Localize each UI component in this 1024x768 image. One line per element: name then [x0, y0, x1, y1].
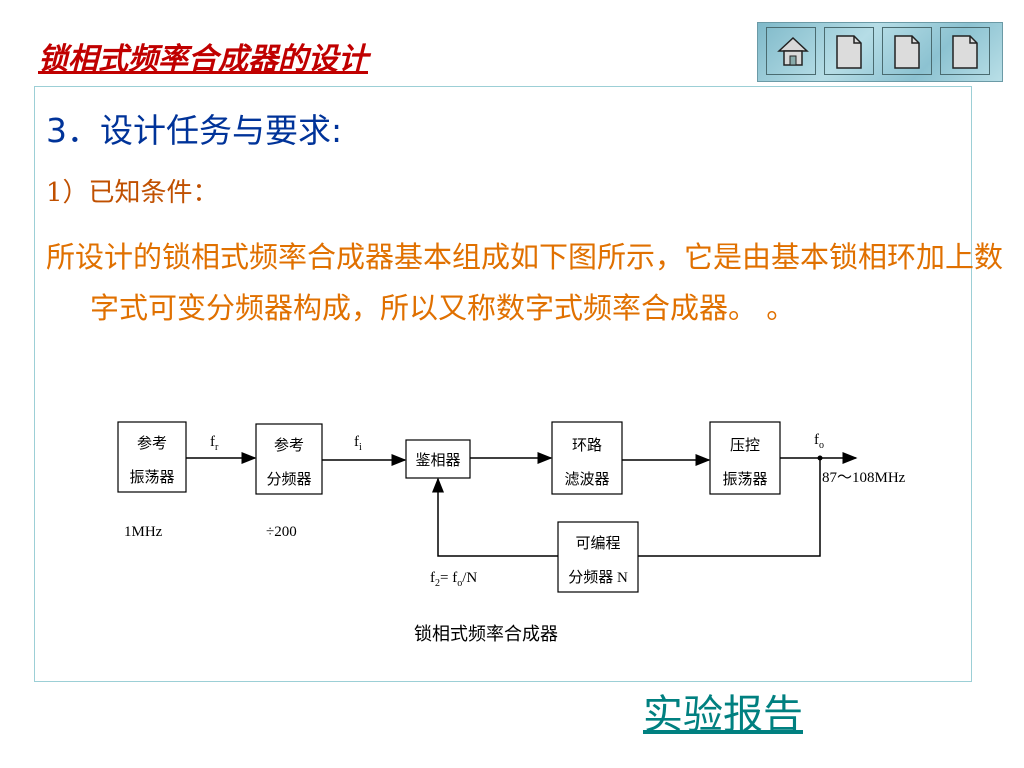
navigation-bar	[757, 22, 1003, 82]
loop-filter-label-1: 环路	[572, 437, 602, 454]
ref-div-label-1: 参考	[274, 437, 304, 454]
fi-label: fi	[354, 434, 362, 453]
ref-osc-label-1: 参考	[137, 435, 167, 452]
vco-label-1: 压控	[730, 437, 760, 454]
phase-detector-label: 鉴相器	[415, 452, 460, 469]
diagram-caption: 锁相式频率合成器	[414, 624, 558, 645]
block-diagram: 参考 振荡器 参考 分频器 鉴相器 环路 滤波器 压控 振荡器 可编程 分频器 …	[117, 421, 906, 593]
programmable-divider-block	[557, 521, 639, 593]
loop-filter-block	[551, 421, 623, 495]
range-label: 87～108MHz	[822, 470, 906, 486]
section-heading: 3．设计任务与要求:	[46, 111, 343, 150]
f2-label: f2= fo/N	[430, 570, 477, 589]
page-icon	[836, 35, 862, 69]
page-icon	[952, 35, 978, 69]
ref-osc-label-2: 振荡器	[129, 469, 174, 486]
div-ratio-label: ÷200	[266, 524, 297, 540]
fo-label: fo	[814, 432, 824, 451]
phase-detector-block	[405, 439, 471, 479]
home-icon	[777, 36, 809, 66]
ref-div-label-2: 分频器	[266, 471, 311, 488]
ref-oscillator-block	[117, 421, 187, 493]
vco-label-2: 振荡器	[722, 471, 767, 488]
page-icon	[894, 35, 920, 69]
page-title: 锁相式频率合成器的设计	[38, 42, 368, 77]
subsection-heading: 1）已知条件：	[46, 178, 219, 208]
feedback-line-1	[638, 458, 821, 557]
page-button-1[interactable]	[824, 27, 874, 75]
page-button-2[interactable]	[882, 27, 932, 75]
loop-filter-label-2: 滤波器	[564, 471, 609, 488]
feedback-line-2	[432, 477, 558, 557]
prog-div-label-2: 分频器 N	[568, 569, 628, 586]
description-paragraph: 所设计的锁相式频率合成器基本组成如下图所示，它是由基本锁相环加上数字式可变分频器…	[46, 240, 1004, 325]
lab-report-link[interactable]: 实验报告	[643, 692, 803, 738]
ref-freq-label: 1MHz	[124, 524, 163, 540]
prog-div-label-1: 可编程	[575, 535, 620, 552]
home-button[interactable]	[766, 27, 816, 75]
fr-label: fr	[210, 434, 219, 453]
page-button-3[interactable]	[940, 27, 990, 75]
content-frame	[34, 86, 972, 682]
ref-divider-block	[255, 423, 323, 495]
